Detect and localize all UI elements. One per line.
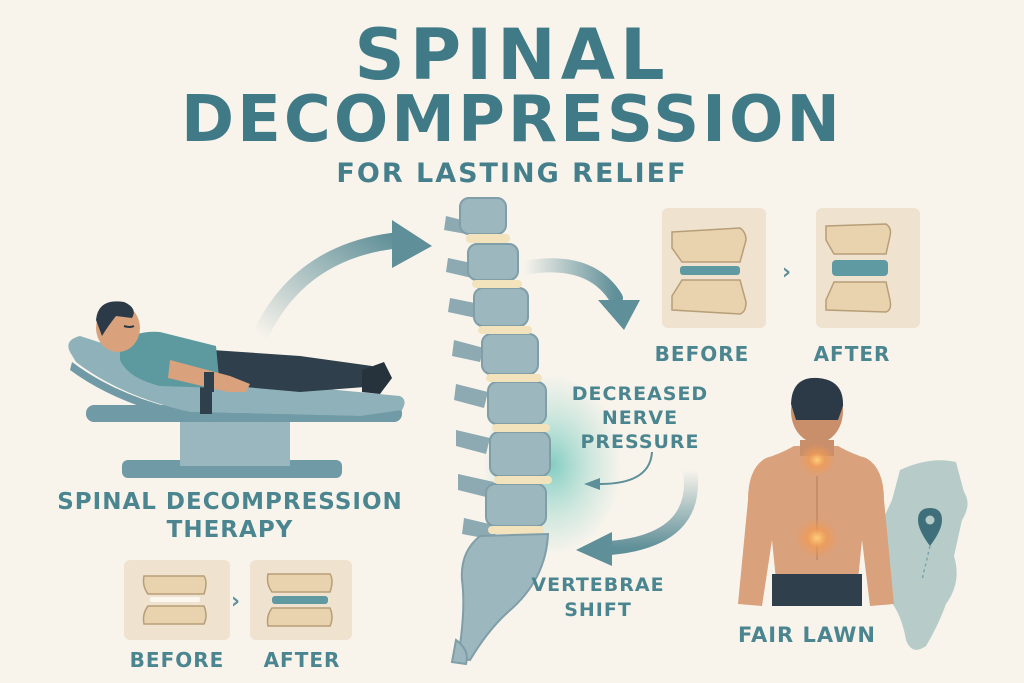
vertebrae-line1: VERTEBRAE — [531, 574, 665, 596]
chevron-right-icon: › — [782, 260, 792, 285]
flow-arrow-to-spine — [252, 220, 432, 344]
page-title-line2: DECOMPRESSION — [181, 83, 843, 157]
after-label-bottom: AFTER — [263, 648, 341, 672]
decreased-line1: DECREASED — [571, 383, 709, 405]
therapy-label-line1: SPINAL DECOMPRESSION — [57, 489, 403, 515]
page-title-line1: SPINAL — [354, 14, 670, 96]
before-card-top — [662, 208, 766, 328]
chevron-right-icon: › — [231, 589, 241, 614]
map-pin-icon — [918, 508, 942, 546]
therapy-label: SPINAL DECOMPRESSION THERAPY — [20, 488, 440, 544]
decompression-table — [68, 336, 405, 478]
after-label-top: AFTER — [813, 342, 891, 366]
flow-arrow-to-comparison — [517, 258, 640, 330]
vertebrae-shift-callout: VERTEBRAE SHIFT — [518, 573, 678, 623]
vertebrae-line2: SHIFT — [564, 599, 632, 621]
shift-arrow — [576, 463, 698, 566]
before-card-bottom — [124, 560, 230, 640]
pressure-arrow — [584, 451, 653, 490]
after-card-bottom — [250, 560, 352, 640]
patient-back-figure — [738, 377, 894, 606]
decreased-line2: NERVE — [601, 407, 679, 429]
decreased-line3: PRESSURE — [580, 431, 700, 453]
decreased-pressure-callout: DECREASED NERVE PRESSURE — [540, 382, 740, 454]
patient-figure — [96, 301, 392, 394]
state-map — [878, 460, 968, 650]
therapy-label-line2: THERAPY — [166, 517, 294, 543]
spine-column — [444, 197, 622, 666]
after-card-top — [816, 208, 920, 328]
location-label: FAIR LAWN — [738, 623, 876, 647]
page-subtitle: FOR LASTING RELIEF — [336, 158, 688, 189]
before-label-top: BEFORE — [654, 342, 750, 366]
before-label-bottom: BEFORE — [129, 648, 225, 672]
